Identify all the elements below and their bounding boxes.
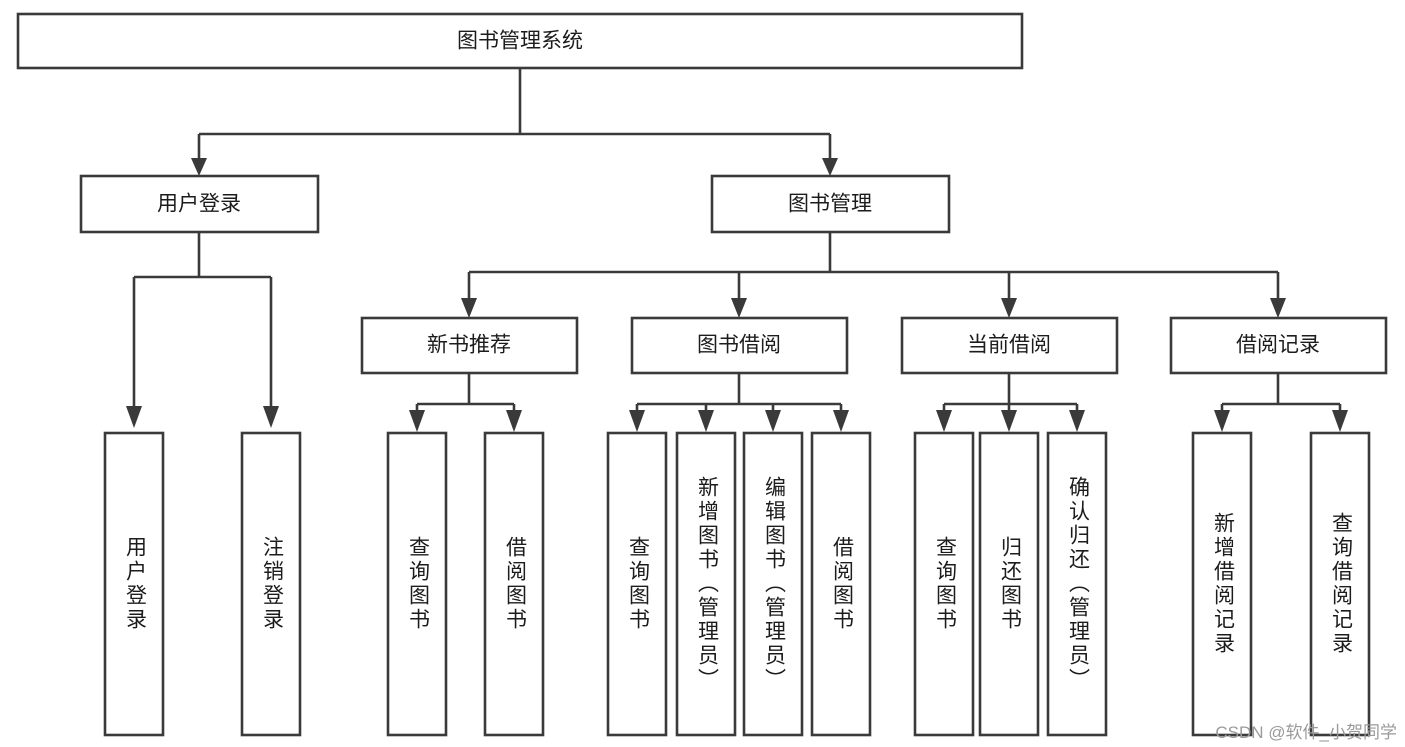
node-book-manage-box[interactable] [710, 174, 951, 234]
node-book-borrow-label: 图书借阅 [697, 334, 781, 357]
node-book-manage[interactable]: 图书管理 [710, 174, 951, 234]
leaf-add-record-box[interactable] [1191, 431, 1253, 737]
arrow-to-leaf-borrow-book-2 [833, 410, 849, 432]
node-user-login[interactable]: 用户登录 [79, 174, 320, 234]
arrow-to-leaf-borrow-book-1 [506, 410, 522, 432]
arrow-to-book-borrow [731, 298, 747, 318]
node-user-login-box[interactable] [79, 174, 320, 234]
leaf-user-login-label: 用户登录 [123, 536, 147, 632]
arrow-to-user-login [191, 158, 207, 176]
leaf-edit-book-box[interactable] [742, 431, 804, 737]
node-book-borrow-box[interactable] [630, 316, 849, 375]
arrow-to-leaf-add-record [1214, 410, 1230, 432]
leaf-edit-book-label: 编辑图书（管理员） [762, 476, 786, 692]
leaf-user-login[interactable]: 用户登录 [103, 431, 165, 737]
arrow-to-book-manage [822, 158, 838, 176]
arrow-to-leaf-query-record [1332, 410, 1348, 432]
leaf-borrow-book-2-label: 借阅图书 [830, 536, 854, 632]
connector-root-trunk [197, 68, 832, 160]
node-new-book-box[interactable] [360, 316, 579, 375]
leaf-add-record[interactable]: 新增借阅记录 [1191, 431, 1253, 737]
node-borrow-record-label: 借阅记录 [1236, 334, 1320, 357]
leaf-borrow-book-1[interactable]: 借阅图书 [483, 431, 545, 737]
node-current-borrow-box[interactable] [900, 316, 1119, 375]
arrow-to-leaf-user-login [126, 406, 142, 428]
leaf-borrow-book-1-box[interactable] [483, 431, 545, 737]
leaf-confirm-return-box[interactable] [1046, 431, 1108, 737]
leaf-edit-book[interactable]: 编辑图书（管理员） [742, 431, 804, 737]
leaf-query-record-box[interactable] [1309, 431, 1371, 737]
leaf-query-book-3[interactable]: 查询图书 [913, 431, 975, 737]
leaf-borrow-book-2-box[interactable] [810, 431, 872, 737]
leaf-logout[interactable]: 注销登录 [240, 431, 302, 737]
connector-user-login-trunk [132, 232, 273, 408]
node-root[interactable]: 图书管理系统 [16, 12, 1024, 70]
arrow-to-leaf-edit-book [765, 410, 781, 432]
arrow-to-new-book [461, 298, 477, 318]
node-borrow-record[interactable]: 借阅记录 [1169, 316, 1388, 375]
arrow-to-leaf-confirm-return [1069, 410, 1085, 432]
arrow-to-leaf-add-book [698, 410, 714, 432]
node-current-borrow[interactable]: 当前借阅 [900, 316, 1119, 375]
node-new-book[interactable]: 新书推荐 [360, 316, 579, 375]
arrow-to-borrow-record [1270, 298, 1286, 318]
arrow-to-leaf-query-book-1 [409, 410, 425, 432]
connector-current-borrow-trunk [942, 373, 1079, 412]
connector-new-book-trunk [415, 373, 516, 412]
leaf-logout-label: 注销登录 [260, 536, 284, 632]
leaf-query-book-2[interactable]: 查询图书 [606, 431, 668, 737]
node-book-borrow[interactable]: 图书借阅 [630, 316, 849, 375]
leaf-add-book[interactable]: 新增图书（管理员） [675, 431, 737, 737]
arrow-to-leaf-query-book-3 [936, 410, 952, 432]
connector-borrow-record-trunk [1220, 373, 1342, 412]
leaf-add-book-label: 新增图书（管理员） [695, 476, 719, 692]
leaf-confirm-return[interactable]: 确认归还（管理员） [1046, 431, 1108, 737]
leaf-confirm-return-label: 确认归还（管理员） [1066, 476, 1090, 692]
node-book-manage-label: 图书管理 [788, 193, 872, 216]
leaf-return-book-box[interactable] [978, 431, 1040, 737]
node-root-box[interactable] [16, 12, 1024, 70]
node-user-login-label: 用户登录 [157, 193, 241, 216]
leaf-query-book-1-box[interactable] [386, 431, 448, 737]
leaf-query-book-1-label: 查询图书 [406, 536, 430, 632]
arrow-to-current-borrow [1001, 298, 1017, 318]
connector-book-manage-trunk [467, 232, 1280, 300]
leaf-borrow-book-2[interactable]: 借阅图书 [810, 431, 872, 737]
arrow-to-leaf-return-book [1001, 410, 1017, 432]
arrow-to-leaf-query-book-2 [629, 410, 645, 432]
leaf-query-book-2-box[interactable] [606, 431, 668, 737]
node-new-book-label: 新书推荐 [427, 334, 511, 357]
node-borrow-record-box[interactable] [1169, 316, 1388, 375]
leaf-return-book[interactable]: 归还图书 [978, 431, 1040, 737]
leaf-query-book-1[interactable]: 查询图书 [386, 431, 448, 737]
connector-group [126, 68, 1348, 432]
leaf-add-record-label: 新增借阅记录 [1211, 512, 1235, 656]
leaf-logout-box[interactable] [240, 431, 302, 737]
leaf-query-book-3-label: 查询图书 [933, 536, 957, 632]
leaf-return-book-label: 归还图书 [998, 536, 1022, 632]
leaf-query-book-3-box[interactable] [913, 431, 975, 737]
arrow-to-leaf-logout [263, 406, 279, 428]
leaf-query-book-2-label: 查询图书 [626, 536, 650, 632]
node-current-borrow-label: 当前借阅 [967, 334, 1051, 357]
leaf-user-login-box[interactable] [103, 431, 165, 737]
leaf-borrow-book-1-label: 借阅图书 [503, 536, 527, 632]
leaf-query-record-label: 查询借阅记录 [1329, 512, 1353, 656]
leaf-query-record[interactable]: 查询借阅记录 [1309, 431, 1371, 737]
leaf-add-book-box[interactable] [675, 431, 737, 737]
node-root-label: 图书管理系统 [457, 30, 583, 53]
connector-book-borrow-trunk [635, 373, 843, 412]
